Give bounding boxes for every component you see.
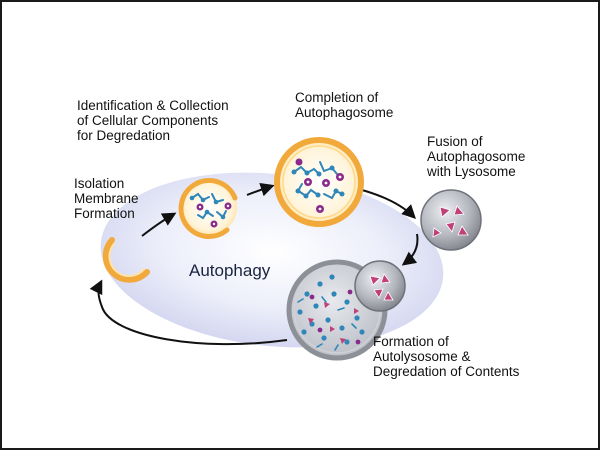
label-completion-autophagosome: Completion of Autophagosome: [295, 90, 394, 120]
phagophore-collecting: [178, 178, 238, 239]
cycle-background: [100, 172, 444, 348]
center-label: Autophagy: [189, 261, 271, 280]
arrow-fusion-to-autolysosome: [401, 233, 419, 266]
autophagosome: [274, 137, 364, 227]
label-isolation-membrane: Isolation Membrane Formation: [74, 176, 139, 221]
label-identification-collection: Identification & Collection of Cellular …: [77, 98, 229, 143]
lysosome: [420, 189, 482, 251]
label-formation-autolysosome: Formation of Autolysosome & Degredation …: [373, 334, 520, 379]
arrow-isolation-to-collection: [141, 212, 177, 237]
isolation-membrane: [102, 237, 150, 283]
arrow-autolysosome-to-isolation: [89, 279, 288, 346]
autolysosome: [286, 259, 406, 361]
arrow-completion-to-fusion: [361, 189, 416, 219]
label-fusion-with-lysosome: Fusion of Autophagosome with Lysosome: [427, 134, 526, 179]
arrow-collection-to-completion: [246, 182, 275, 197]
